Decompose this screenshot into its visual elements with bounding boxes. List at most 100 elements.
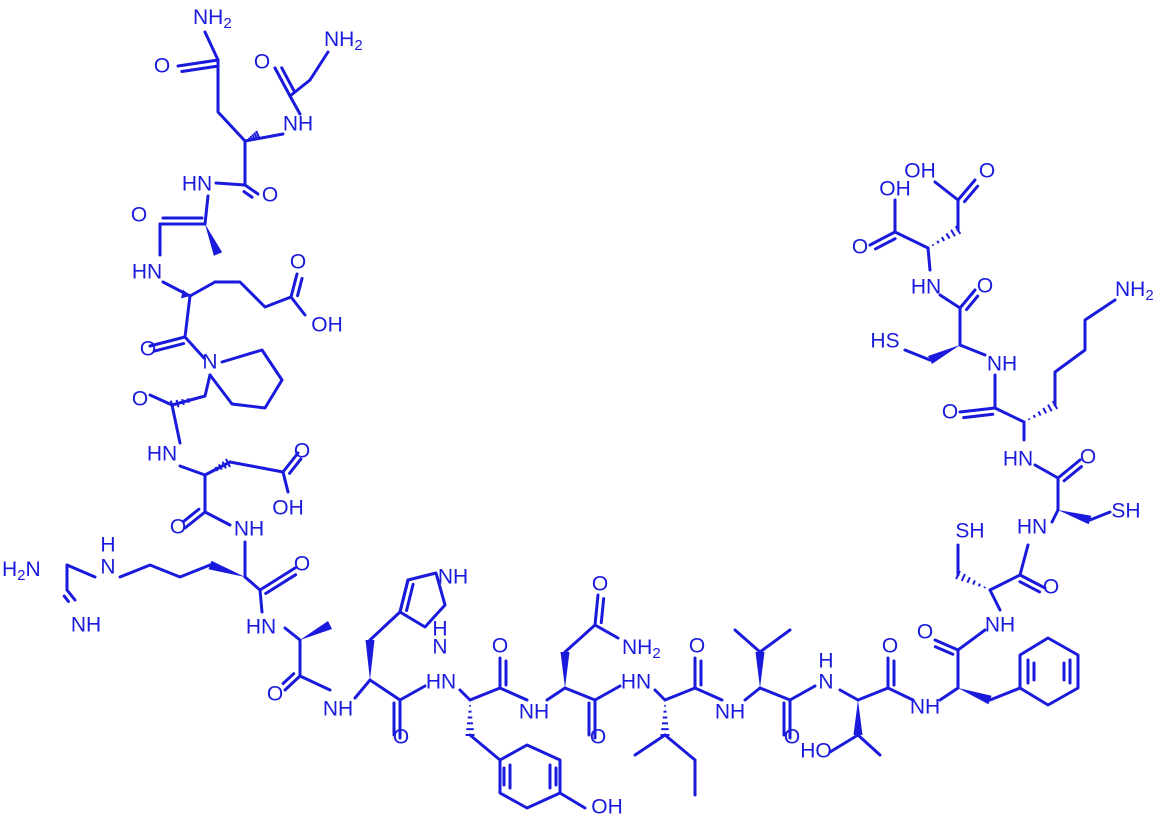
atom-label: NH <box>985 614 1015 637</box>
bond-line <box>563 686 597 702</box>
atom-label: NH <box>987 353 1017 376</box>
bond-chain <box>208 348 284 410</box>
bond-chain <box>213 280 293 309</box>
bond-line <box>1088 510 1112 522</box>
wedge-bond <box>927 345 960 365</box>
atom-label: OH <box>904 160 936 183</box>
wedge-bond <box>853 700 863 735</box>
wedge-bond <box>755 652 765 688</box>
bond-line <box>258 588 264 614</box>
bond-line <box>988 588 1002 612</box>
hashed-bond <box>218 463 223 471</box>
bond-line <box>933 638 960 652</box>
bond-line <box>633 733 667 757</box>
atom-label: O <box>1080 446 1096 469</box>
bond-line <box>289 272 299 299</box>
atom-label: NH2 <box>324 28 363 54</box>
bond-line <box>178 464 207 477</box>
atom-label: HN <box>147 443 177 466</box>
hashed-bond <box>955 570 961 580</box>
bond-line <box>281 672 296 686</box>
bond-line <box>873 237 897 251</box>
bond-chain <box>216 58 247 143</box>
bond-line <box>938 293 962 310</box>
bond-line <box>468 733 502 762</box>
bond-line <box>963 184 980 204</box>
hashed-bond <box>192 397 196 401</box>
bond-chain <box>118 563 212 579</box>
bond-line <box>593 593 600 627</box>
atom-label: O <box>852 236 868 259</box>
atom-label: O <box>267 683 283 706</box>
atom-label: H <box>432 618 447 641</box>
bond-line <box>958 288 977 310</box>
bond-line <box>288 78 312 98</box>
bond-line <box>65 563 97 579</box>
bond-line <box>398 578 410 614</box>
atom-label: HN <box>621 671 651 694</box>
atom-label: O <box>254 51 270 74</box>
bond-line <box>1050 508 1060 524</box>
hashed-bond <box>950 229 956 237</box>
hashed-bond <box>1051 400 1059 410</box>
stereo-wedges <box>169 130 1092 736</box>
bond-line <box>242 190 254 199</box>
atom-label: O <box>592 573 608 596</box>
bond-line <box>653 688 667 702</box>
bond-line <box>1018 580 1042 594</box>
bond-line <box>563 623 597 654</box>
atom-label: O <box>590 726 606 749</box>
bond-line <box>868 230 897 247</box>
bond-line <box>281 470 290 494</box>
bond-line <box>405 582 415 613</box>
atom-label: O <box>689 635 705 658</box>
hashed-bond <box>211 469 215 473</box>
atom-label: O <box>140 338 156 361</box>
atom-label: O <box>393 726 409 749</box>
atom-label: NH <box>715 701 745 724</box>
bond-line <box>1033 463 1060 480</box>
atom-label: O <box>132 388 148 411</box>
bond-line <box>958 343 987 357</box>
hashed-bond <box>247 137 251 141</box>
bond-chain <box>1018 636 1080 707</box>
bond-line <box>288 94 302 116</box>
atom-label: O <box>979 160 995 183</box>
bond-line <box>458 688 472 702</box>
wedge-bond <box>560 652 570 688</box>
bond-line <box>288 457 303 475</box>
atom-label: OH <box>879 178 911 201</box>
bond-line <box>1018 573 1047 590</box>
bond-line <box>182 507 201 523</box>
bond-line <box>956 178 977 202</box>
atom-label: O <box>882 635 898 658</box>
atom-label: NH <box>71 614 101 637</box>
hashed-bond <box>960 573 966 582</box>
bond-line <box>838 688 860 702</box>
bond-line <box>498 686 529 702</box>
wedge-bond <box>958 688 992 705</box>
bond-line <box>733 628 762 654</box>
atom-label: NH <box>323 698 353 721</box>
bond-line <box>965 294 980 312</box>
atom-label: HN <box>1017 516 1047 539</box>
bond-line <box>273 66 292 98</box>
bond-line <box>828 733 860 754</box>
atom-label: NH <box>910 696 940 719</box>
bond-line <box>188 280 217 298</box>
atom-label: O <box>294 553 310 576</box>
bond-line <box>308 50 330 82</box>
bond-line <box>296 276 304 298</box>
hashed-bond <box>1042 407 1047 414</box>
atom-label: O <box>154 55 170 78</box>
bond-line <box>214 181 247 187</box>
bond-line <box>264 573 298 595</box>
hashed-bond <box>225 458 231 468</box>
atom-label: SH <box>1111 500 1140 523</box>
hashed-bond <box>945 232 951 240</box>
hashed-bond <box>214 466 219 472</box>
atom-label: NH <box>283 113 313 136</box>
atom-label: O <box>977 275 993 298</box>
atom-label: HN <box>132 261 162 284</box>
